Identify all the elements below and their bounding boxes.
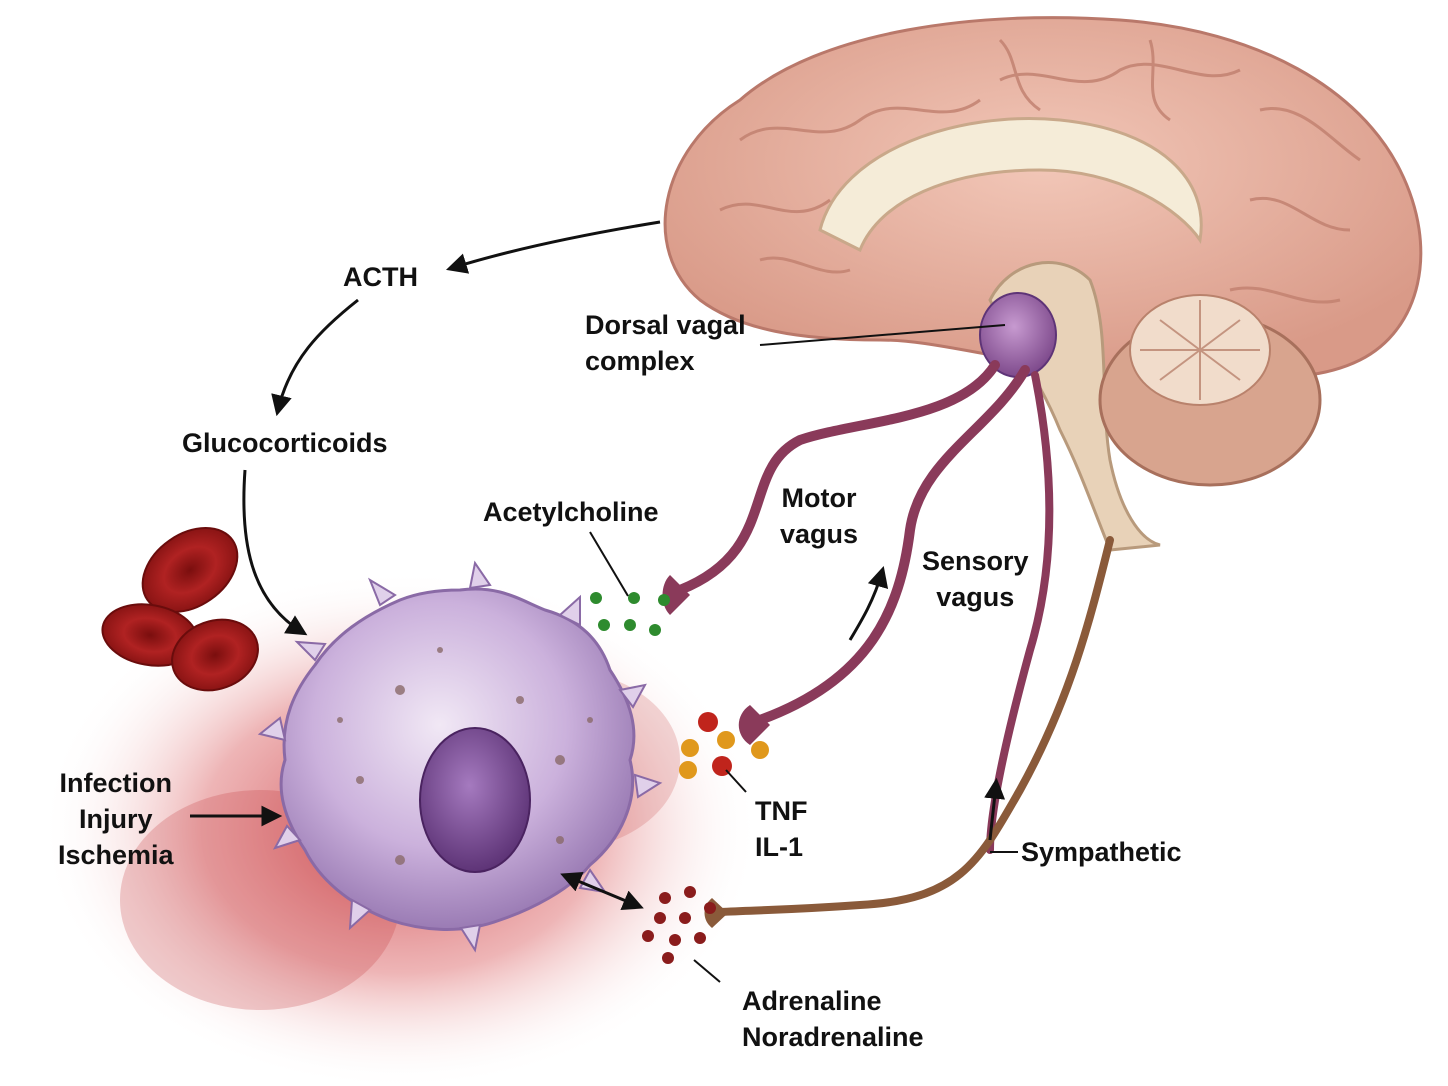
macrophage-cell	[257, 560, 663, 953]
acetylcholine-leader	[589, 531, 629, 597]
catecholamine-cell-arrow	[560, 871, 644, 911]
acetylcholine-label: Acetylcholine	[483, 497, 659, 527]
dorsal-vagal-complex-label: Dorsal vagal complex	[585, 307, 746, 379]
dorsal-vagal-complex-line-1: Dorsal vagal	[585, 310, 746, 340]
red-blood-cells	[101, 527, 259, 692]
cytokines-label: TNF IL-1	[755, 793, 807, 865]
sensory-vagus-nerve	[755, 365, 1030, 725]
catecholamine-adrenaline: Adrenaline	[742, 986, 882, 1016]
sympathetic-ascending-arrow	[984, 777, 1006, 841]
cytokine-il1: IL-1	[755, 832, 804, 862]
acth-label: ACTH	[343, 262, 418, 292]
catecholamine-leader	[693, 959, 721, 983]
insult-injury: Injury	[79, 804, 153, 834]
insult-infection: Infection	[59, 768, 173, 798]
glucocorticoids-label: Glucocorticoids	[182, 428, 388, 458]
motor-vagus-line-2: vagus	[780, 519, 859, 549]
motor-vagus-terminal	[662, 575, 690, 615]
catecholamines-label: Adrenaline Noradrenaline	[742, 983, 924, 1055]
glucocorticoids-to-cell-arrow	[242, 469, 308, 636]
cytokine-tnf: TNF	[755, 796, 808, 826]
catecholamine-molecules	[642, 886, 716, 964]
motor-vagus-label: Motor vagus	[780, 480, 858, 552]
cell-nucleus	[419, 727, 531, 873]
dorsal-vagal-complex-line-2: complex	[585, 346, 695, 376]
cerebellum	[1098, 294, 1322, 487]
motor-vagus-nerve	[675, 360, 1000, 595]
cytokine-leader	[725, 769, 747, 793]
pathway-arrows	[190, 220, 1018, 983]
acetylcholine-molecules	[590, 592, 670, 636]
sensory-vagus-line-2: vagus	[936, 582, 1015, 612]
sympathetic-label: Sympathetic	[1021, 837, 1182, 867]
catecholamine-noradrenaline: Noradrenaline	[742, 1022, 924, 1052]
sensory-vagus-terminal	[738, 705, 770, 745]
insult-ischemia: Ischemia	[58, 840, 174, 870]
acth-to-glucocorticoids-arrow	[271, 298, 359, 417]
sensory-ascending-arrow	[848, 565, 889, 641]
motor-vagus-line-1: Motor	[781, 483, 857, 513]
dvc-leader-line	[759, 324, 1006, 346]
brain	[663, 16, 1423, 552]
brain-to-acth-arrow	[445, 220, 661, 274]
sensory-vagus-label: Sensory vagus	[922, 543, 1029, 615]
sensory-vagus-line-1: Sensory	[922, 546, 1029, 576]
insults-label: Infection Injury Ischemia	[58, 765, 174, 873]
sympathetic-nerve	[716, 536, 1114, 916]
